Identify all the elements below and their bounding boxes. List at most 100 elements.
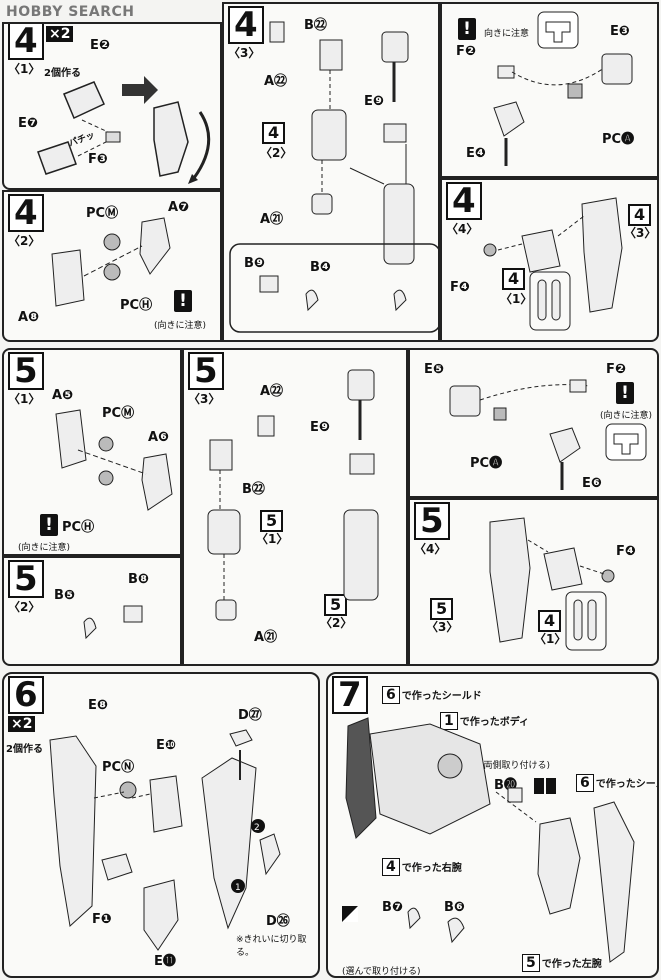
orientation-note: (向きに注意) bbox=[18, 543, 71, 553]
assembly-diagram bbox=[342, 717, 635, 963]
part-label: E❸ bbox=[610, 24, 630, 39]
assembly-diagram bbox=[229, 21, 438, 333]
panel-step5-3: 5 〈3〉 A㉒ B㉒ A㉑ E❾ 5 〈1〉 5 〈2〉 bbox=[182, 348, 408, 666]
part-label: PCⒽ bbox=[62, 520, 95, 535]
step-number: 5 bbox=[8, 352, 44, 390]
part-label: D㉗ bbox=[238, 708, 262, 723]
assembly-diagram: 2 1 bbox=[49, 729, 281, 951]
step-number: 4 bbox=[8, 194, 44, 232]
panel-step4-1: 4 〈1〉 ×2 2個作る E❷ E❼ F❸ パチッ bbox=[2, 22, 222, 190]
part-label: F❶ bbox=[92, 912, 112, 927]
panel-step5-1: 5 〈1〉 A❺ PCⓂ A❻ ! PCⒽ (向きに注意) bbox=[2, 348, 182, 556]
assembly-diagram bbox=[207, 369, 379, 621]
part-label: B❼ bbox=[382, 900, 403, 915]
panel-step5-4: 5 〈4〉 F❹ 5 〈3〉 4 〈1〉 bbox=[408, 498, 659, 666]
part-label: F❷ bbox=[606, 362, 626, 377]
part-label: A❽ bbox=[18, 310, 40, 325]
part-label: A❼ bbox=[168, 200, 190, 215]
part-label: E❺ bbox=[424, 362, 444, 377]
assembly-diagram bbox=[55, 409, 173, 511]
choose-note: (選んで取り付ける) bbox=[342, 967, 421, 977]
panel-step4-4: 4 〈4〉 F❹ 4 〈1〉 4 〈3〉 bbox=[440, 178, 659, 342]
step-sub: 〈2〉 bbox=[8, 234, 41, 248]
step-sub: 〈4〉 bbox=[414, 542, 447, 556]
part-label: PCⓂ bbox=[86, 206, 119, 221]
ref-step: 5 bbox=[324, 594, 348, 616]
ref-sub: 〈1〉 bbox=[256, 532, 289, 546]
watermark: HOBBY SEARCH bbox=[6, 4, 135, 20]
part-label: E❼ bbox=[18, 116, 38, 131]
warning-icon: ! bbox=[616, 382, 634, 404]
assembly-diagram bbox=[493, 11, 633, 166]
panel-step5-2: 5 〈2〉 B❺ B❽ bbox=[2, 556, 182, 666]
ref-step: 5 bbox=[260, 510, 284, 532]
orientation-note: 向きに注意 bbox=[484, 29, 530, 39]
step-number: 6 bbox=[8, 676, 44, 714]
part-label: B㉒ bbox=[304, 18, 327, 33]
part-label: B❾ bbox=[244, 256, 265, 271]
step-sub: 〈3〉 bbox=[228, 46, 261, 60]
part-label: PCⓃ bbox=[102, 760, 135, 775]
ref-step: 4 bbox=[262, 122, 286, 144]
part-label: A❺ bbox=[52, 388, 74, 403]
part-label: E❽ bbox=[88, 698, 108, 713]
warning-icon: ! bbox=[40, 514, 58, 536]
part-label: F❹ bbox=[616, 544, 636, 559]
times-note: 2個作る bbox=[6, 744, 43, 755]
panel-step4-3: 4 〈3〉 A㉒ B㉒ A㉑ E❾ B❾ B❹ 4 〈2〉 bbox=[222, 2, 440, 342]
part-label: B❻ bbox=[444, 900, 465, 915]
cut-note: ※きれいに切り取る。 bbox=[236, 935, 307, 958]
assembly-diagram bbox=[483, 197, 623, 331]
part-label: A㉒ bbox=[260, 384, 284, 399]
part-label: F❹ bbox=[450, 280, 470, 295]
step-sub: 〈4〉 bbox=[446, 222, 479, 236]
panel-step4-2: 4 〈2〉 PCⓂ A❼ PCⒽ A❽ ! (向きに注意) bbox=[2, 190, 222, 342]
svg-text:2: 2 bbox=[254, 823, 260, 833]
part-label: PC🅐 bbox=[470, 456, 503, 471]
part-label: B❹ bbox=[310, 260, 331, 275]
orientation-note: (向きに注意) bbox=[600, 411, 653, 421]
assembly-diagram bbox=[51, 217, 171, 307]
ref-sub: 〈2〉 bbox=[320, 616, 353, 630]
warning-icon: ! bbox=[174, 290, 192, 312]
orientation-note: (向きに注意) bbox=[154, 321, 207, 331]
ref-step: 4 bbox=[502, 268, 526, 290]
ref-sub: 〈2〉 bbox=[260, 146, 293, 160]
svg-text:1: 1 bbox=[235, 883, 241, 893]
step-number: 5 bbox=[8, 560, 44, 598]
panel-step4-3b: ! 向きに注意 F❷ E❸ PC🅐 E❹ bbox=[440, 2, 659, 178]
part-label: A❻ bbox=[148, 430, 170, 445]
part-label: E❻ bbox=[582, 476, 602, 491]
step-number: 4 bbox=[8, 24, 44, 60]
part-label: A㉑ bbox=[254, 630, 278, 645]
step-number: 4 bbox=[446, 182, 482, 220]
part-label: B❺ bbox=[54, 588, 75, 603]
part-label: E❷ bbox=[90, 38, 110, 53]
ref-step: 5 bbox=[430, 598, 454, 620]
part-label: PCⓂ bbox=[102, 406, 135, 421]
times-badge: ×2 bbox=[8, 716, 36, 732]
part-label: E❹ bbox=[466, 146, 486, 161]
step-number: 7 bbox=[332, 676, 368, 714]
assembly-diagram bbox=[489, 517, 615, 651]
step-number: 5 bbox=[414, 502, 450, 540]
part-label: E❿ bbox=[156, 738, 176, 753]
step-sub: 〈2〉 bbox=[8, 600, 41, 614]
step-sub: 〈1〉 bbox=[8, 62, 41, 76]
step-sub: 〈3〉 bbox=[188, 392, 221, 406]
part-label: F❷ bbox=[456, 44, 476, 59]
ref-sub: 〈3〉 bbox=[426, 620, 459, 634]
assembly-diagram bbox=[83, 605, 143, 640]
part-label: B❽ bbox=[128, 572, 149, 587]
times-note: 2個作る bbox=[44, 68, 81, 79]
ref-sub: 〈1〉 bbox=[534, 632, 567, 646]
ref-step: 4 bbox=[628, 204, 652, 226]
panel-step5-3b: E❺ F❷ ! (向きに注意) PC🅐 E❻ bbox=[408, 348, 659, 498]
assembly-diagram bbox=[37, 76, 211, 184]
part-label: E❾ bbox=[364, 94, 384, 109]
